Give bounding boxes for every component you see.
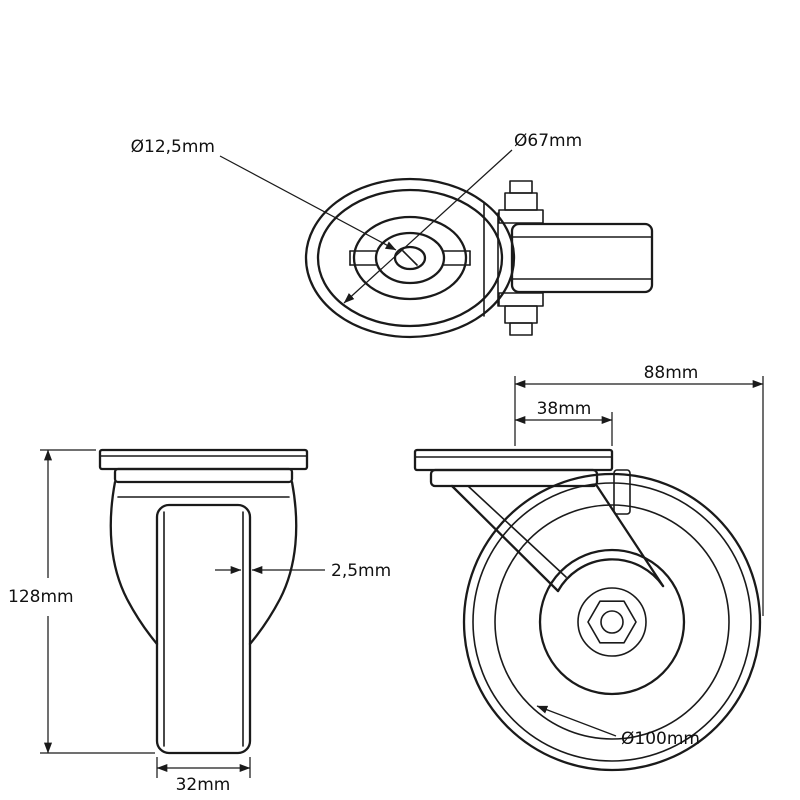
side-axle-nut-hex bbox=[587, 600, 637, 644]
leader-plate-diameter: Ø67mm bbox=[343, 131, 582, 304]
top-view-bolt-top bbox=[498, 180, 544, 224]
side-view: 88mm 38mm Ø100mm bbox=[413, 363, 764, 772]
side-top-plate bbox=[413, 448, 614, 472]
leader-wheel-diameter: Ø100mm bbox=[536, 705, 700, 749]
front-wheel-outline bbox=[155, 503, 252, 755]
dim-label-plate-diameter: Ø67mm bbox=[514, 131, 582, 151]
side-swivel-housing bbox=[429, 468, 599, 488]
front-view: 128mm 2,5mm 32mm bbox=[8, 448, 391, 795]
dim-label-overall-height: 128mm bbox=[8, 587, 74, 607]
top-view-hole-hatch bbox=[402, 250, 418, 266]
dim-label-tread-thickness: 2,5mm bbox=[331, 561, 391, 581]
dim-label-swivel-offset: 38mm bbox=[537, 399, 592, 419]
top-view-bolt-hole bbox=[393, 245, 427, 271]
side-rim bbox=[494, 504, 730, 740]
side-axle-bolt bbox=[600, 610, 624, 634]
top-view-hub-inner bbox=[374, 231, 446, 285]
dim-label-wheel-width: 32mm bbox=[176, 775, 231, 795]
front-fork-leg-left bbox=[109, 480, 159, 646]
side-fork bbox=[450, 484, 665, 593]
dim-overall-height: 128mm bbox=[8, 449, 155, 754]
dim-label-overall-length: 88mm bbox=[644, 363, 699, 383]
dim-label-wheel-diameter: Ø100mm bbox=[621, 729, 700, 749]
front-top-plate bbox=[98, 448, 309, 471]
dim-wheel-width: 32mm bbox=[156, 757, 251, 795]
side-brake-tab bbox=[613, 469, 631, 515]
side-fork-eye-arc bbox=[556, 558, 665, 593]
front-swivel-housing bbox=[113, 467, 294, 484]
leader-bolt-hole-diameter: Ø12,5mm bbox=[131, 137, 397, 251]
top-view-hub-outer bbox=[352, 215, 468, 301]
top-view-wheel-outline bbox=[304, 177, 516, 339]
top-view: Ø12,5mm Ø67mm bbox=[131, 131, 654, 339]
side-fork-front-edge bbox=[450, 484, 560, 593]
side-hub-outer bbox=[538, 548, 686, 696]
side-fork-back-edge bbox=[595, 484, 665, 588]
side-wheel-outline bbox=[462, 472, 762, 772]
side-fork-front-inner-edge bbox=[467, 485, 567, 578]
top-view-bolt-bottom bbox=[498, 292, 544, 336]
dim-label-bolt-hole-diameter: Ø12,5mm bbox=[131, 137, 215, 157]
top-view-fork-arm bbox=[483, 202, 654, 317]
side-hub-inner bbox=[577, 587, 647, 657]
side-tread-inner bbox=[472, 482, 752, 762]
fork-arm-outline bbox=[510, 222, 654, 294]
dim-swivel-offset: 38mm bbox=[514, 399, 613, 446]
dim-overall-length: 88mm bbox=[514, 363, 764, 616]
top-view-tread-inner bbox=[316, 188, 504, 328]
top-view-slots bbox=[349, 250, 471, 266]
dim-tread-thickness: 2,5mm bbox=[215, 561, 391, 581]
front-fork-leg-right bbox=[248, 480, 298, 646]
